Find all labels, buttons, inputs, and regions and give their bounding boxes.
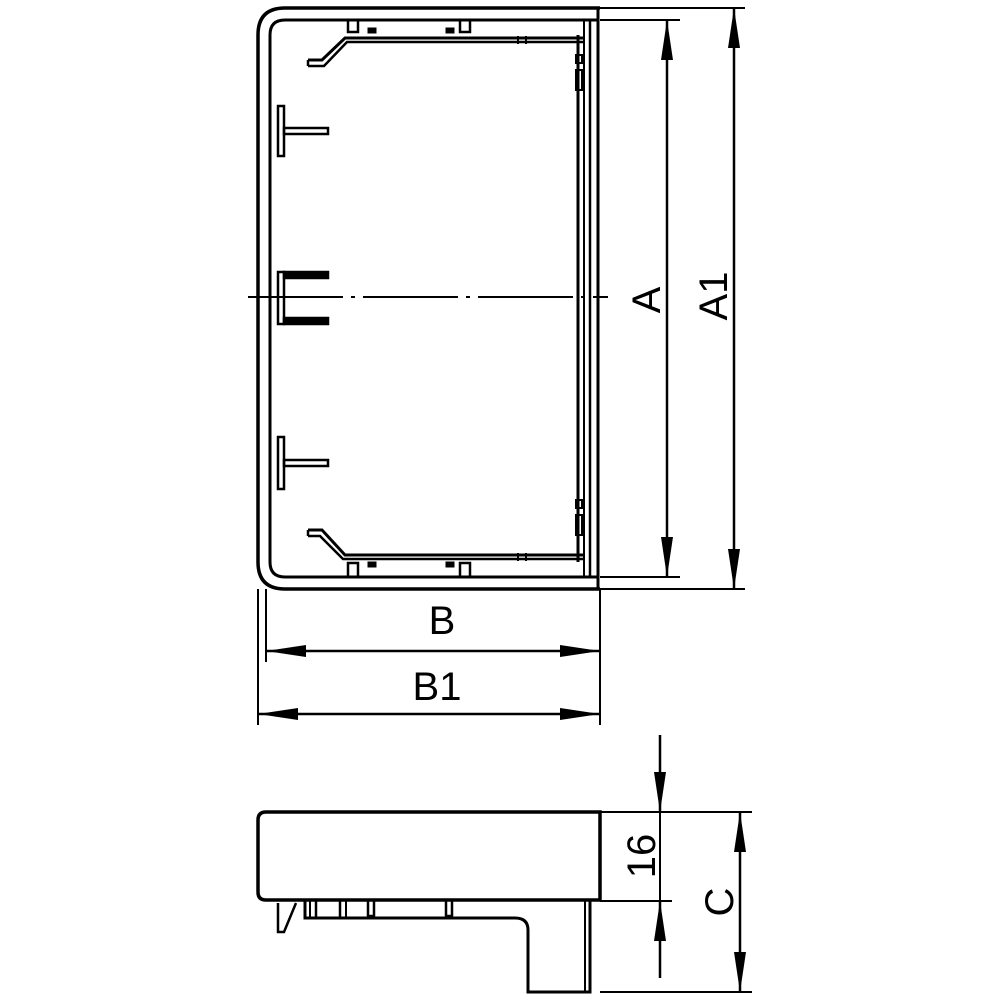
upper-t-clip <box>276 104 330 158</box>
top-ledge <box>308 36 583 62</box>
dimension-16-label: 16 <box>620 834 664 879</box>
dimension-a1-label: A1 <box>692 272 736 321</box>
dimension-b-label: B <box>429 599 456 643</box>
top-view <box>248 6 608 591</box>
dimension-a-label: A <box>625 286 669 313</box>
side-body <box>256 810 602 902</box>
side-dimensions <box>600 735 752 993</box>
vertical-dimensions <box>600 7 745 590</box>
bottom-ledge <box>308 528 583 557</box>
side-view <box>256 810 602 994</box>
outer-frame <box>256 6 600 591</box>
inner-frame <box>268 18 598 579</box>
horizontal-dimensions <box>257 589 601 725</box>
dimension-b1-label: B1 <box>413 665 462 709</box>
dimension-c-label: C <box>698 888 742 917</box>
lower-t-clip <box>276 435 330 491</box>
